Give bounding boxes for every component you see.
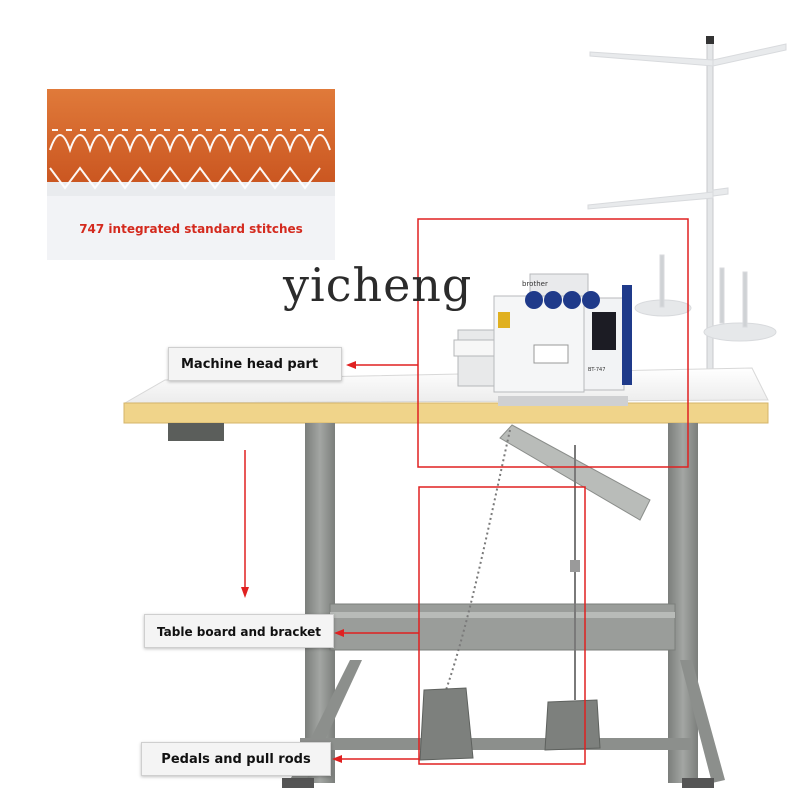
stitch-inset bbox=[47, 89, 335, 260]
highlight-pedals bbox=[418, 486, 586, 765]
overlock-machine-head: brother BT-747 bbox=[453, 273, 632, 406]
table-bracket bbox=[282, 423, 725, 788]
callout-machine-head: Machine head part bbox=[168, 347, 342, 381]
stitch-inset-caption: 747 integrated standard stitches bbox=[79, 222, 303, 236]
pedals bbox=[419, 687, 601, 761]
machine-model-label: BT-747 bbox=[588, 367, 605, 373]
highlight-machine-head bbox=[417, 218, 689, 468]
callout-pedals: Pedals and pull rods bbox=[141, 742, 331, 776]
machine-brand-label: brother bbox=[522, 280, 548, 288]
callout-table-board: Table board and bracket bbox=[144, 614, 334, 648]
highlight-boxes bbox=[417, 218, 689, 765]
arrows bbox=[241, 361, 419, 763]
thread-stand bbox=[587, 36, 787, 376]
watermark-text: yicheng bbox=[283, 258, 473, 312]
